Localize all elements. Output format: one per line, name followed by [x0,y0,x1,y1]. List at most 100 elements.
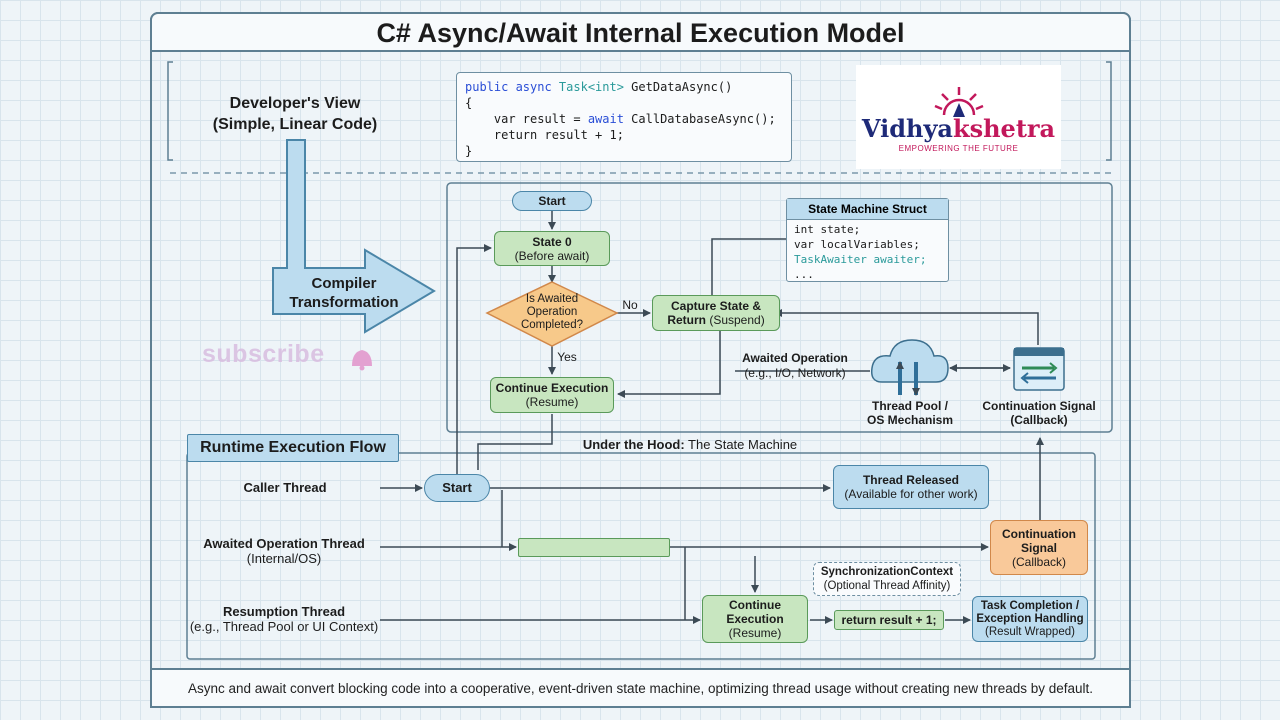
awaited-bar [518,538,670,557]
developer-view-label: Developer's View (Simple, Linear Code) [190,93,400,135]
struct-field-more: ... [794,268,814,281]
sync-line2: (Optional Thread Affinity) [823,580,951,592]
released-title: Thread Released [862,473,960,487]
threadpool-line2: OS Mechanism [866,413,954,427]
code-line-2: { [465,96,473,110]
bell-icon [352,350,372,371]
runtime-start-node: Start [424,474,490,502]
awaited-thread-line2: (Internal/OS) [246,551,322,566]
decision-label: Is Awaited Operation Completed? [497,293,607,332]
logo-tagline: EMPOWERING THE FUTURE [898,144,1019,153]
decision-diamond [485,281,619,347]
sync-context-note: SynchronizationContext (Optional Thread … [813,562,961,596]
rt-continue-execution-node: Continue Execution (Resume) [702,595,808,643]
no-label: No [622,298,638,312]
capture-line1: Capture State & [670,299,762,313]
compiler-label-line1: Compiler [311,275,377,292]
signal-monitor-icon [1013,347,1065,391]
logo-text-part2: kshetra [952,114,1056,143]
compiler-label: Compiler Transformation [276,274,412,312]
subscribe-watermark[interactable]: subscribe [202,340,325,368]
footer-summary: Async and await convert blocking code in… [150,668,1131,708]
code-line-1: public async Task<int> GetDataAsync() [465,79,783,95]
continue-execution-node: Continue Execution (Resume) [490,377,614,413]
resumption-line2: (e.g., Thread Pool or UI Context) [189,619,379,634]
diagram-title: C# Async/Await Internal Execution Model [150,12,1131,52]
code-var-result: var result = [465,112,588,126]
struct-field-awaiter: TaskAwaiter awaiter; [794,253,927,266]
rt-contsig-line1: Continuation [1002,526,1076,541]
decision-line2: Operation [526,306,578,318]
code-line-4: return result + 1; [465,128,624,142]
sync-line1: SynchronizationContext [820,566,954,578]
developer-view-line2: (Simple, Linear Code) [212,116,378,133]
resumption-thread-label: Resumption Thread (e.g., Thread Pool or … [186,604,382,634]
developer-view-line1: Developer's View [229,95,361,112]
awaited-thread-label: Awaited Operation Thread (Internal/OS) [195,536,373,566]
caption-bold: Under the Hood: [582,437,685,452]
rt-cont-line2: Execution [726,612,784,626]
rt-cont-line3: (Resume) [728,626,782,640]
continuation-signal-label: Continuation Signal (Callback) [974,399,1104,427]
compiler-arrow [272,139,436,334]
threadpool-label: Thread Pool / OS Mechanism [852,399,968,427]
compiler-label-line2: Transformation [289,294,399,311]
logo-text: Vidhyakshetra [856,115,1061,143]
logo: Vidhyakshetra EMPOWERING THE FUTURE [856,65,1061,169]
state-machine-panel [446,182,1113,433]
logo-emblem-icon [934,87,984,117]
continue-title: Continue Execution [495,381,609,395]
capture-suspend: (Suspend) [705,313,765,327]
struct-title: State Machine Struct [787,199,948,220]
state-machine-caption: Under the Hood: The State Machine [560,437,820,453]
struct-body: int state; var localVariables; TaskAwait… [787,220,948,284]
contsig-line2: (Callback) [1010,413,1068,427]
caption-rest: The State Machine [684,437,798,452]
code-type-task: Task<int> [558,80,624,94]
code-line-5: } [465,144,473,158]
yes-label: Yes [557,350,577,364]
resumption-line1: Resumption Thread [222,604,346,619]
code-keyword-public: public async [465,80,559,94]
capture-return: Return [667,313,706,327]
task-line3: (Result Wrapped) [985,625,1075,638]
contsig-line1: Continuation Signal [982,399,1096,413]
decision-line1: Is Awaited [525,293,579,305]
capture-state-node: Capture State & Return (Suspend) [652,295,780,331]
task-line1: Task Completion / [980,599,1080,612]
decision-line3: Completed? [520,319,583,331]
runtime-panel [186,452,1096,660]
state0-title: State 0 [532,234,572,249]
code-keyword-await: await [587,112,624,126]
rt-contsig-line2: Signal [1020,540,1057,555]
task-completion-node: Task Completion / Exception Handling (Re… [972,596,1088,642]
rt-cont-line1: Continue [729,598,781,612]
awaited-subtitle: (e.g., I/O, Network) [744,366,846,380]
released-subtitle: (Available for other work) [844,487,978,501]
state-machine-struct: State Machine Struct int state; var loca… [786,198,949,282]
code-method-name: GetDataAsync() [623,80,733,94]
awaited-thread-line1: Awaited Operation Thread [203,536,365,551]
state0-node: State 0 (Before await) [494,231,610,266]
caller-thread-label: Caller Thread [243,480,327,495]
struct-field-locals: var localVariables; [794,238,920,251]
sm-start-node: Start [512,191,592,211]
awaited-title: Awaited Operation [742,351,848,365]
struct-field-state: int state; [794,223,861,236]
code-call: CallDatabaseAsync(); [623,112,776,126]
return-statement-node: return result + 1; [834,610,944,630]
threadpool-line1: Thread Pool / [871,399,948,413]
rt-contsig-line3: (Callback) [1011,554,1066,569]
capture-line2: Return (Suspend) [667,313,764,327]
awaited-operation-label: Awaited Operation (e.g., I/O, Network) [732,351,858,381]
runtime-title: Runtime Execution Flow [187,434,399,462]
code-line-3: var result = await CallDatabaseAsync(); [465,111,783,127]
state0-subtitle: (Before await) [514,248,590,263]
logo-text-part1: Vidhya [861,114,953,143]
code-snippet: public async Task<int> GetDataAsync() { … [456,72,792,162]
continuation-signal-node: Continuation Signal (Callback) [990,520,1088,575]
task-line2: Exception Handling [976,612,1084,625]
thread-released-node: Thread Released (Available for other wor… [833,465,989,509]
cloud-icon [870,339,949,396]
